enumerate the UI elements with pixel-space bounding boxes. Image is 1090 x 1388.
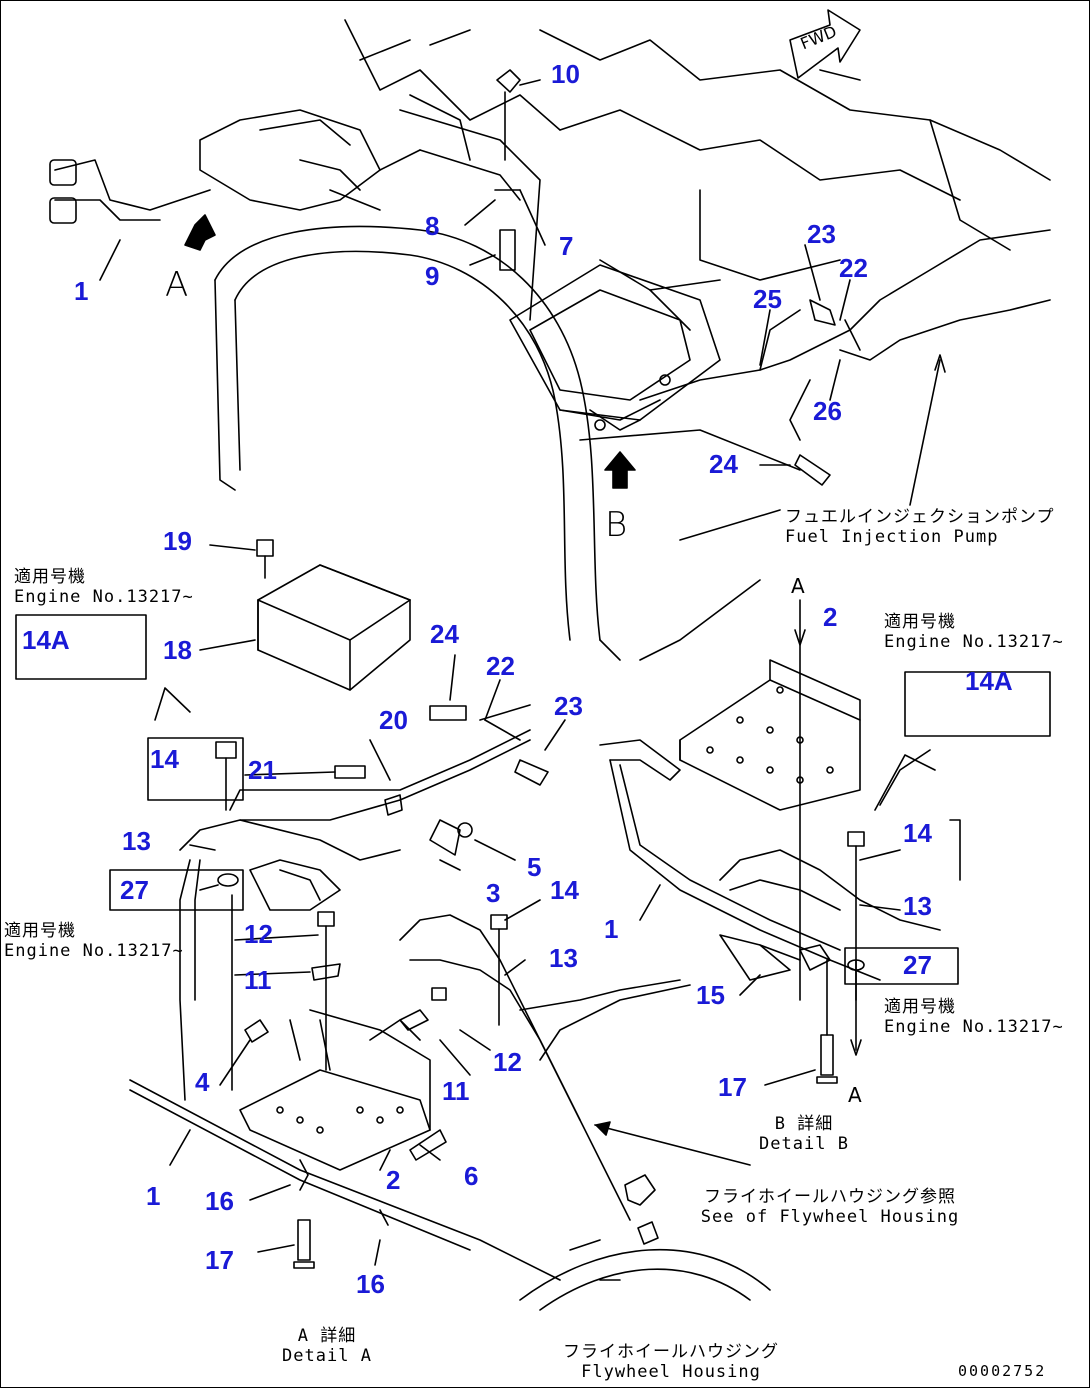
- callout-13-a: 13: [122, 826, 151, 856]
- callout-24-b: 24: [430, 619, 459, 649]
- callout-9: 9: [425, 261, 440, 291]
- applicable-note-right-bottom: 適用号機 Engine No.13217~: [884, 997, 1064, 1037]
- section-letter-a-top: A: [791, 574, 805, 598]
- view-letter-a: A: [165, 265, 189, 305]
- fuel-pump-harness: [639, 229, 1051, 486]
- callout-15: 15: [696, 980, 725, 1010]
- callout-8: 8: [425, 211, 440, 241]
- callout-14A-b: 14A: [965, 666, 1013, 696]
- engine-block-outline: [344, 19, 1051, 331]
- leader-lines: [99, 79, 946, 506]
- callout-13-c: 13: [903, 891, 932, 921]
- callout-10: 10: [551, 59, 580, 89]
- callout-2-detail-a: 2: [386, 1165, 401, 1195]
- callout-20: 20: [379, 705, 408, 735]
- callout-14-a: 14: [150, 744, 179, 774]
- fasteners-a: [169, 544, 566, 1269]
- callout-13-b: 13: [549, 943, 578, 973]
- callout-27-b: 27: [903, 950, 932, 980]
- callout-27-a: 27: [120, 875, 149, 905]
- detail-a-label: A 詳細 Detail A: [282, 1326, 372, 1366]
- callout-24-a: 24: [709, 449, 738, 479]
- see-flywheel-housing-label: フライホイールハウジング参照 See of Flywheel Housing: [700, 1187, 960, 1227]
- callout-1-detail-b: 1: [604, 914, 619, 944]
- detail-b-assembly: [594, 599, 1051, 1245]
- callout-6: 6: [464, 1161, 479, 1191]
- callout-17-b: 17: [718, 1072, 747, 1102]
- callout-11-b: 11: [442, 1076, 470, 1106]
- callout-22-a: 22: [839, 253, 868, 283]
- view-arrow-a: [184, 214, 216, 251]
- flywheel-housing-outline: [214, 225, 801, 661]
- controller-unit-detail: [256, 539, 411, 691]
- view-arrow-b: [604, 451, 636, 489]
- callout-2-detail-b: 2: [823, 602, 838, 632]
- callout-23-a: 23: [807, 219, 836, 249]
- mounting-plate-a: [239, 1009, 431, 1171]
- applicable-note-left-mid: 適用号機 Engine No.13217~: [4, 921, 184, 961]
- callout-11-a: 11: [244, 965, 272, 995]
- detail-a-boxes: [15, 614, 244, 911]
- detail-b-label: B 詳細 Detail B: [759, 1114, 849, 1154]
- callout-14A-a: 14A: [22, 625, 70, 655]
- flywheel-housing-bottom: [519, 1239, 771, 1311]
- callout-25: 25: [753, 284, 782, 314]
- callout-3: 3: [486, 878, 501, 908]
- callout-19: 19: [163, 526, 192, 556]
- callout-14-c: 14: [903, 818, 932, 848]
- wiring-harness-top: [49, 109, 421, 224]
- callout-14-b: 14: [550, 875, 579, 905]
- detail-a-harness: [129, 729, 691, 1281]
- callout-5: 5: [527, 852, 542, 882]
- callout-21: 21: [248, 755, 277, 785]
- fwd-arrow: [789, 9, 861, 79]
- controller-unit-top: [509, 264, 721, 431]
- callout-1-top: 1: [74, 276, 89, 306]
- callout-1-detail-a: 1: [146, 1181, 161, 1211]
- callout-16-b: 16: [356, 1269, 385, 1299]
- callout-7: 7: [559, 231, 574, 261]
- callout-12-b: 12: [493, 1047, 522, 1077]
- section-letter-a-bottom: A: [848, 1083, 862, 1107]
- callout-12-a: 12: [244, 919, 273, 949]
- flywheel-housing-label: フライホイールハウジング Flywheel Housing: [563, 1342, 779, 1382]
- applicable-note-left-top: 適用号機 Engine No.13217~: [14, 567, 194, 607]
- drawing-number: 00002752: [958, 1362, 1047, 1380]
- view-letter-b: B: [605, 505, 628, 545]
- bracket-assembly-top: [399, 69, 541, 321]
- callout-26: 26: [813, 396, 842, 426]
- fuel-injection-pump-label: フュエルインジェクションポンプ Fuel Injection Pump: [785, 507, 1055, 547]
- applicable-note-right-top: 適用号機 Engine No.13217~: [884, 612, 1064, 652]
- callout-16-a: 16: [205, 1186, 234, 1216]
- callout-18: 18: [163, 635, 192, 665]
- callout-4: 4: [195, 1067, 210, 1097]
- callout-23-b: 23: [554, 691, 583, 721]
- callout-17-a: 17: [205, 1245, 234, 1275]
- callout-22-b: 22: [486, 651, 515, 681]
